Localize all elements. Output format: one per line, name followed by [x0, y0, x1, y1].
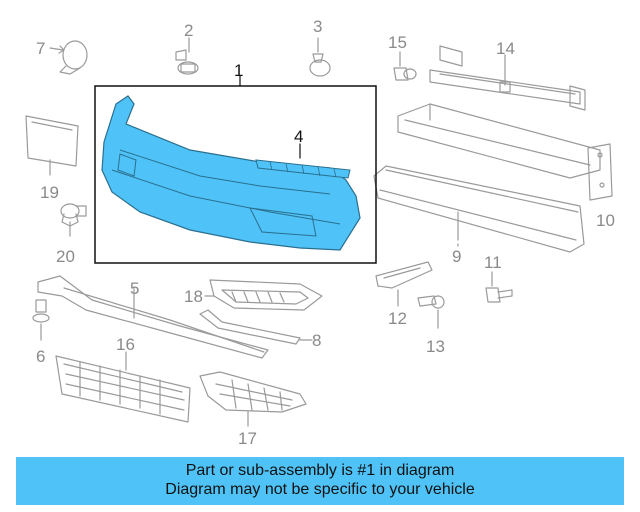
part-20-clip — [60, 203, 87, 237]
part-16-grille — [55, 351, 191, 423]
callout-8: 8 — [312, 331, 321, 350]
callout-14: 14 — [496, 39, 515, 58]
part-2-screw — [175, 37, 199, 75]
callout-16: 16 — [116, 335, 135, 354]
part-7-clip — [49, 40, 88, 75]
callout-17: 17 — [238, 429, 257, 448]
part-12-bracket — [375, 261, 433, 307]
part-8-molding — [199, 309, 313, 345]
part-5-spoiler — [37, 275, 269, 359]
part-17-grille — [199, 371, 307, 427]
callout-9: 9 — [452, 247, 461, 266]
part-4-emblem-bracket[interactable] — [255, 159, 351, 179]
callout-10: 10 — [596, 211, 615, 230]
part-19-bracket — [25, 115, 79, 176]
callout-2: 2 — [184, 21, 193, 40]
callout-12: 12 — [388, 309, 407, 328]
callout-11: 11 — [484, 253, 502, 272]
callout-3: 3 — [313, 17, 322, 36]
callout-6: 6 — [36, 347, 45, 366]
part-6-screw — [32, 299, 50, 341]
parts-diagram: 1 4 2 3 7 15 14 19 20 10 9 11 5 18 12 8 … — [25, 17, 615, 448]
callout-15: 15 — [388, 33, 407, 52]
part-1-bumper-cover[interactable] — [101, 95, 361, 251]
banner-line-1: Part or sub-assembly is #1 in diagram — [185, 462, 455, 479]
part-14-absorber — [429, 45, 586, 111]
highlight-box — [94, 85, 377, 264]
callout-7: 7 — [36, 39, 45, 58]
part-10-reinforcement — [397, 103, 613, 201]
callout-18: 18 — [184, 287, 203, 306]
part-9-absorber — [373, 165, 585, 253]
callout-1: 1 — [234, 61, 243, 80]
callout-13: 13 — [426, 337, 445, 356]
part-18-grille — [204, 279, 323, 311]
callout-19: 19 — [40, 183, 59, 202]
banner-line-2: Diagram may not be specific to your vehi… — [165, 481, 475, 498]
callout-20: 20 — [56, 247, 75, 266]
info-banner: Part or sub-assembly is #1 in diagram Di… — [16, 457, 624, 505]
callout-5: 5 — [130, 279, 139, 298]
part-15-bolt — [393, 51, 417, 81]
callout-4: 4 — [294, 127, 303, 146]
part-11-bolt — [485, 271, 513, 303]
part-13-bolt — [417, 295, 445, 329]
part-3-clip — [309, 37, 331, 77]
